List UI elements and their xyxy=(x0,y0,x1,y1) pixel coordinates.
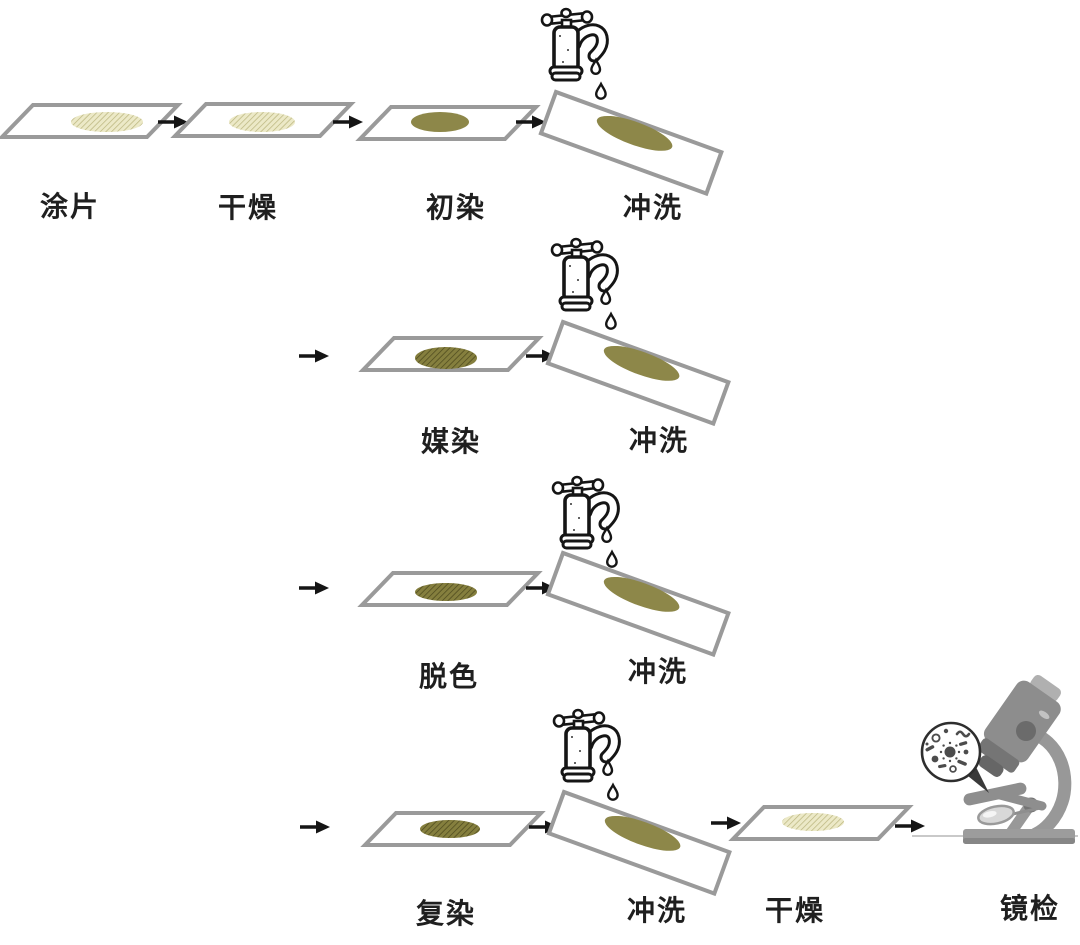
glass-slide-icon xyxy=(363,811,543,847)
step-label-dry2: 干燥 xyxy=(765,895,825,927)
step-label-rinse2: 冲洗 xyxy=(629,425,689,457)
bacteria-callout-icon xyxy=(920,721,989,793)
smear-stain xyxy=(411,112,469,132)
tilted-slide-icon xyxy=(546,790,732,896)
flow-row-3: 脱色 冲洗 xyxy=(297,477,731,693)
glass-slide-icon xyxy=(361,336,541,372)
step-label-primary-stain: 初染 xyxy=(426,192,486,224)
glass-slide-icon xyxy=(358,105,538,141)
smear-stain xyxy=(782,813,844,831)
faucet-icon xyxy=(554,710,618,800)
glass-slide-icon xyxy=(360,571,540,607)
body-tube xyxy=(977,674,1062,777)
step-label-decolorize: 脱色 xyxy=(419,660,479,693)
smear-stain xyxy=(415,583,477,601)
step-label-microscopy: 镜检 xyxy=(1000,892,1060,925)
step-label-dry1: 干燥 xyxy=(218,192,278,224)
step-label-mordant: 媒染 xyxy=(421,426,481,458)
tilted-slide-icon xyxy=(545,551,731,657)
flow-row-4: 复染 冲洗 干燥 xyxy=(298,674,1078,930)
smear-stain xyxy=(71,112,143,132)
step-label-rinse4: 冲洗 xyxy=(627,895,687,927)
tilted-slide-icon xyxy=(545,320,731,426)
arrow-icon xyxy=(297,347,331,365)
step-label-smear: 涂片 xyxy=(40,190,100,223)
step-label-rinse3: 冲洗 xyxy=(628,656,688,688)
flow-row-1: 涂片 干燥 初染 冲洗 xyxy=(0,9,724,224)
arrow-icon xyxy=(893,817,927,835)
step-label-counterstain: 复染 xyxy=(416,898,476,930)
smear-stain xyxy=(229,112,295,132)
mirror-lens xyxy=(977,804,1015,826)
smear-stain xyxy=(415,347,477,369)
arrow-icon xyxy=(298,818,332,836)
glass-slide-icon xyxy=(173,102,353,138)
glass-slide-icon xyxy=(731,805,911,841)
flow-row-2: 媒染 冲洗 xyxy=(297,239,731,458)
step-label-rinse1: 冲洗 xyxy=(623,192,683,224)
faucet-icon xyxy=(542,9,606,99)
smear-stain xyxy=(420,820,480,838)
microscope-icon xyxy=(912,674,1078,844)
glass-slide-icon xyxy=(0,103,180,139)
arrow-icon xyxy=(297,579,331,597)
tilted-slide-icon xyxy=(538,90,724,196)
arrow-icon xyxy=(709,814,743,832)
faucet-icon xyxy=(552,239,616,329)
